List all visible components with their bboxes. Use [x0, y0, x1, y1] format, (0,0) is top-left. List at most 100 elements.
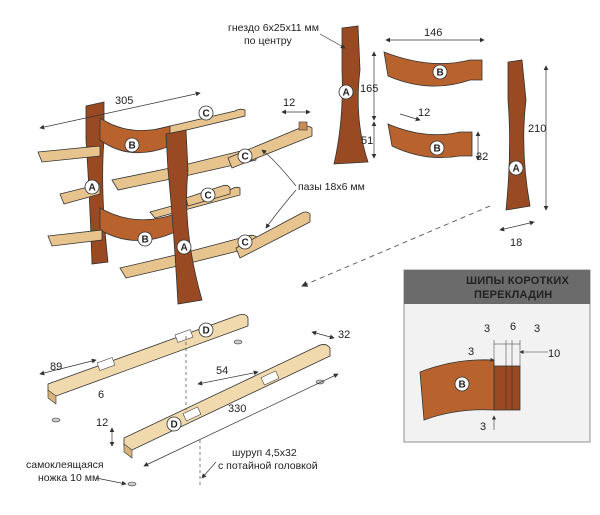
post-detail: гнездо 6х25х11 мм по центру 165 51 [228, 22, 378, 165]
screw-note-line2: с потайной головкой [218, 460, 318, 472]
foot-4 [315, 379, 325, 385]
svg-text:C: C [205, 191, 212, 202]
dim-base-mid: 54 [216, 365, 228, 377]
svg-text:B: B [437, 68, 444, 79]
tag-base-D-2: D [166, 416, 182, 432]
dim-base-width: 32 [338, 329, 350, 341]
assembled-rack: 305 [37, 91, 259, 305]
dim-line-base-end [39, 358, 97, 376]
foot-note-line1: самоклеящаяся [26, 459, 104, 471]
foot-note-line2: ножка 10 мм [38, 472, 99, 484]
dim-base-thickness: 12 [96, 417, 108, 429]
inset-tenon [493, 365, 521, 411]
post-detail-right: 210 18 [499, 59, 549, 249]
svg-text:B: B [434, 144, 441, 155]
dim-base-notch: 6 [98, 389, 104, 401]
part-tags: A A A A B B B B C C C C D D [84, 64, 524, 432]
socket-note-line1: гнездо 6х25х11 мм [228, 22, 319, 34]
dim-base-end: 89 [50, 361, 62, 373]
loose-arm-lower [235, 211, 311, 259]
arm-top-left [37, 145, 101, 163]
tag-beam-B-1: B [124, 137, 140, 153]
inset-dim-mid: 6 [510, 321, 516, 333]
assembly-leader [301, 205, 491, 287]
tag-base-D-1: D [198, 322, 214, 338]
inset-tag-beam: B [454, 376, 470, 392]
base-left-side [47, 389, 57, 405]
dim-line-base-length [143, 373, 339, 467]
svg-text:C: C [203, 109, 210, 120]
inset-title-line2: ПЕРЕКЛАДИН [474, 289, 552, 301]
svg-text:C: C [242, 238, 249, 249]
inset-dim-left: 3 [484, 323, 490, 335]
screw-leader [201, 461, 217, 479]
svg-text:B: B [129, 141, 136, 152]
svg-text:A: A [343, 88, 350, 99]
notch-left-1 [96, 357, 116, 371]
tag-arm-C-1: C [198, 105, 214, 121]
svg-text:D: D [171, 420, 178, 431]
base-assembly: 32 89 6 54 330 12 самоклеящаяся ножка 10… [26, 314, 350, 488]
dim-post-width: 18 [510, 237, 522, 249]
dim-post-height: 210 [528, 123, 546, 135]
dim-base-length: 330 [228, 403, 246, 415]
tag-arm-C-4: C [237, 234, 253, 250]
dim-beam-top: 146 [424, 27, 442, 39]
grooves-note: пазы 18х6 мм [298, 181, 365, 193]
dim-line-rack-width [39, 91, 201, 130]
inset-dim-end: 10 [548, 348, 560, 360]
dim-line-post-width [499, 220, 535, 232]
base-left [47, 314, 249, 397]
svg-text:A: A [181, 243, 188, 254]
tag-post-A-2: A [176, 239, 192, 255]
inset-short-beam-tenons: ШИПЫ КОРОТКИХ ПЕРЕКЛАДИН B 3 6 3 3 10 3 [403, 269, 591, 443]
dim-post-lower: 51 [361, 135, 373, 147]
svg-text:A: A [89, 183, 96, 194]
socket-leader [319, 33, 346, 49]
foot-3 [127, 481, 137, 487]
tag-post-A-4: A [508, 160, 524, 176]
foot-2 [233, 339, 243, 345]
dim-beam-tenon: 12 [418, 107, 430, 119]
grooves-leader-2 [265, 189, 297, 229]
tag-post-A-1: A [84, 179, 100, 195]
svg-text:B: B [142, 235, 149, 246]
inset-header [404, 270, 590, 304]
inset-dim-right: 3 [534, 323, 540, 335]
beam-long-shape [383, 51, 483, 87]
post-right-shape [505, 59, 531, 211]
inset-dim-side: 3 [468, 346, 474, 358]
svg-text:B: B [459, 380, 466, 391]
dim-beam-height: 32 [476, 151, 488, 163]
dim-arm-end: 12 [283, 97, 295, 109]
beam-short-shape [387, 123, 473, 158]
loose-arm-upper-tenon [298, 121, 308, 131]
beam-detail-short: 12 32 [387, 107, 488, 163]
inset-title-line1: ШИПЫ КОРОТКИХ [466, 275, 569, 287]
foot-leader [95, 477, 127, 486]
inset-dim-bottom: 3 [480, 421, 486, 433]
dim-post-upper: 165 [360, 83, 378, 95]
socket-note-line2: по центру [244, 35, 293, 47]
svg-text:D: D [203, 326, 210, 337]
tag-beam-B-4: B [429, 140, 445, 156]
beam-detail-long: 146 [383, 27, 485, 87]
screw-note-line1: шуруп 4,5х32 [232, 447, 297, 459]
svg-text:A: A [513, 164, 520, 175]
tag-post-A-3: A [338, 84, 354, 100]
dim-line-base-width [311, 330, 335, 340]
foot-1 [51, 417, 61, 423]
tag-arm-C-3: C [200, 187, 216, 203]
base-right-side [123, 443, 133, 459]
svg-text:C: C [242, 152, 249, 163]
arm-mid-left [47, 229, 103, 247]
rack-post-front [165, 129, 203, 305]
dim-line-beam-tenon [399, 113, 421, 122]
tag-beam-B-2: B [137, 231, 153, 247]
notch-left-2 [174, 329, 194, 343]
grooves-leader-1 [261, 149, 297, 187]
tag-beam-B-3: B [432, 64, 448, 80]
tag-arm-C-2: C [237, 148, 253, 164]
dim-rack-width: 305 [115, 95, 133, 107]
